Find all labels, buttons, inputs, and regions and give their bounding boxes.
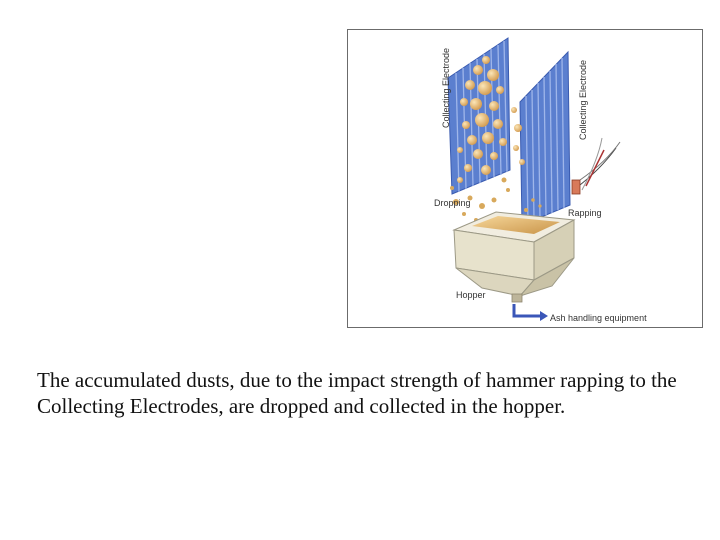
label-rapping: Rapping: [568, 208, 602, 218]
caption-text: The accumulated dusts, due to the impact…: [37, 368, 677, 418]
ash-handling-arrow: [512, 304, 548, 321]
label-hopper: Hopper: [456, 290, 486, 300]
label-dropping: Dropping: [434, 198, 471, 208]
label-right-electrode: Collecting Electrode: [578, 60, 588, 140]
hopper: [452, 211, 576, 303]
label-ash-handling: Ash handling equipment: [550, 313, 647, 323]
precipitator-diagram: Collecting Electrode Collecting Electrod…: [347, 29, 703, 328]
label-left-electrode: Collecting Electrode: [441, 48, 451, 128]
right-collecting-electrode: [519, 50, 571, 226]
accumulated-dust: [457, 56, 525, 183]
rapping-hammer: [571, 137, 621, 195]
